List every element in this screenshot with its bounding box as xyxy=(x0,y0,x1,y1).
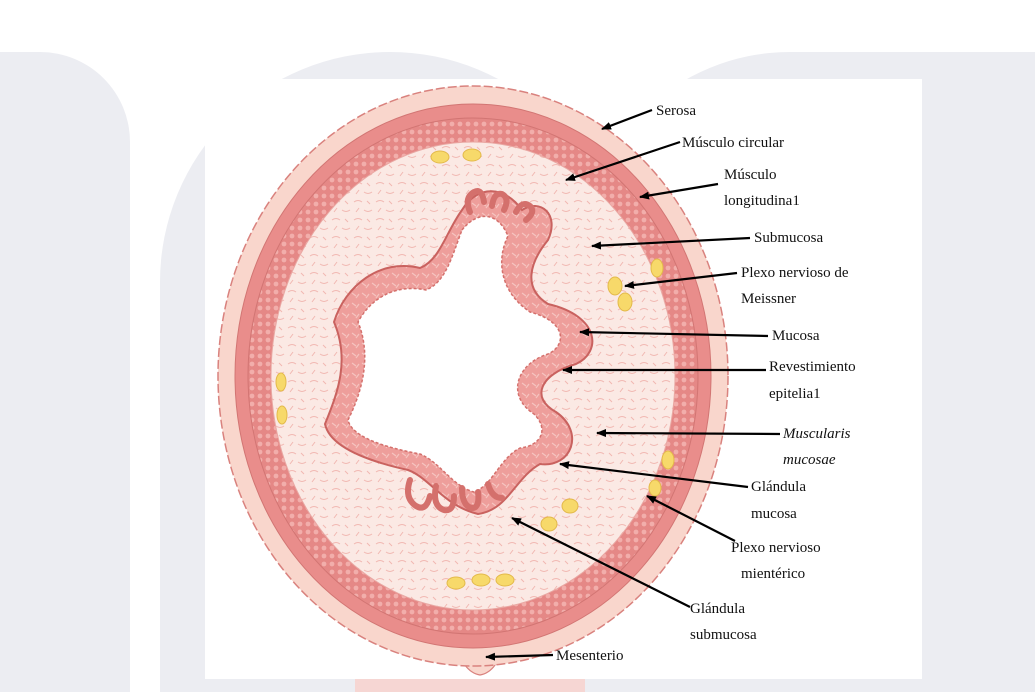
label-serosa: Serosa xyxy=(656,100,696,123)
label-mesenterio: Mesenterio xyxy=(556,645,623,668)
label-musculo-longitudinal-line1: Músculo xyxy=(724,164,777,187)
label-glandula-mucosa-line1: Glándula xyxy=(751,476,806,499)
arrow-serosa xyxy=(602,110,652,129)
label-musculo-circular: Músculo circular xyxy=(682,132,784,155)
label-plexo-mienterico-line2: mientérico xyxy=(741,563,805,586)
label-musculo-longitudinal-line2: longitudina1 xyxy=(724,190,800,213)
label-glandula-submucosa-line1: Glándula xyxy=(690,598,745,621)
label-submucosa: Submucosa xyxy=(754,227,823,250)
arrow-muscularis-mucosae xyxy=(597,433,780,434)
label-glandula-submucosa-line2: submucosa xyxy=(690,624,757,647)
label-muscularis-line2: mucosae xyxy=(783,449,836,472)
label-muscularis-line1: Muscularis xyxy=(783,423,851,446)
label-revestimiento-line1: Revestimiento xyxy=(769,356,856,379)
label-revestimiento-line2: epitelia1 xyxy=(769,383,821,406)
label-plexo-mienterico-line1: Plexo nervioso xyxy=(731,537,821,560)
label-glandula-mucosa-line2: mucosa xyxy=(751,503,797,526)
label-plexo-meissner-line2: Meissner xyxy=(741,288,796,311)
label-plexo-meissner-line1: Plexo nervioso de xyxy=(741,262,848,285)
label-mucosa: Mucosa xyxy=(772,325,820,348)
